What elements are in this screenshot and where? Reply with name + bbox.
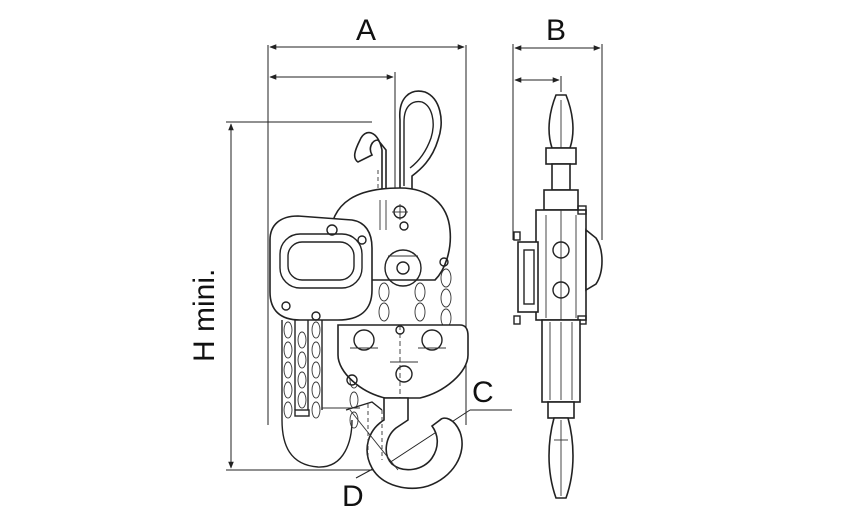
label-d: D	[342, 480, 364, 513]
label-c: C	[472, 376, 494, 409]
hoist-side-view	[513, 94, 603, 499]
handwheel-cover	[269, 215, 373, 321]
bottom-block	[337, 324, 469, 399]
label-h-mini: H mini.	[188, 269, 221, 362]
top-hook	[353, 90, 442, 195]
label-b: B	[546, 14, 566, 47]
leader-c	[385, 409, 512, 466]
dimension-h	[226, 121, 380, 471]
bottom-hook	[322, 397, 463, 490]
hoist-front-view	[269, 90, 469, 490]
dimension-b	[512, 44, 603, 240]
hand-chain	[281, 320, 353, 468]
label-a: A	[356, 14, 376, 47]
